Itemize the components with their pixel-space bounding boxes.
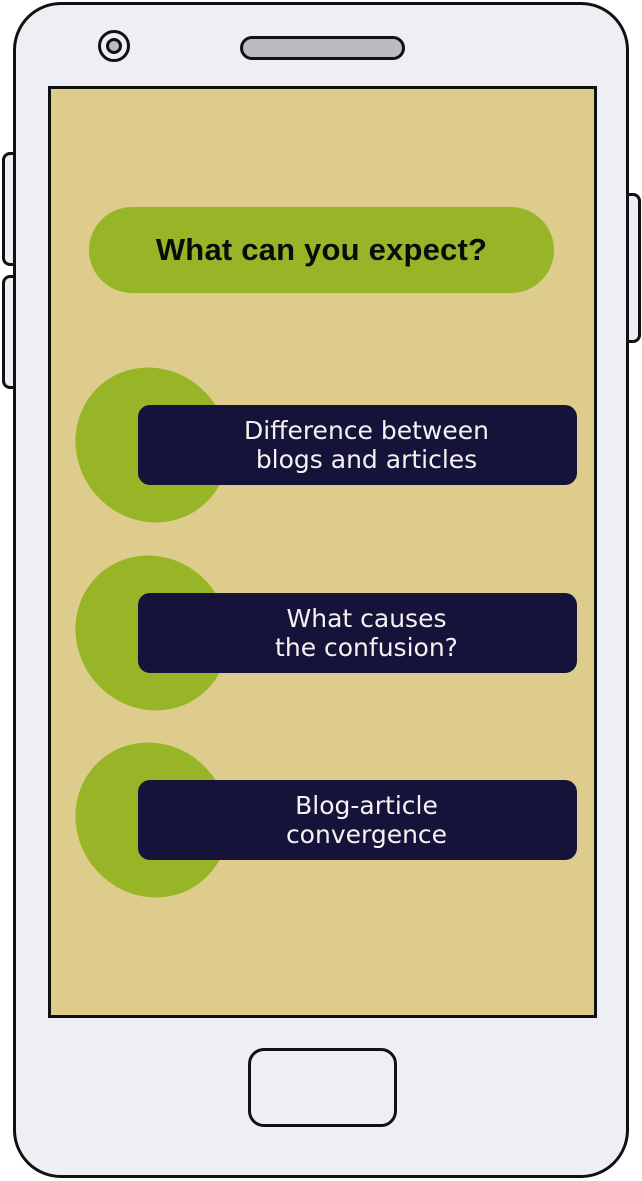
list-item-convergence[interactable]: Blog-article convergence xyxy=(138,780,577,860)
list-item-confusion[interactable]: What causes the confusion? xyxy=(138,593,577,673)
item-line-1: Blog-article xyxy=(295,791,438,820)
item-line-1: Difference between xyxy=(244,416,489,445)
title-banner: What can you expect? xyxy=(89,207,554,293)
item-line-2: convergence xyxy=(285,820,448,849)
item-line-2: the confusion? xyxy=(275,633,458,662)
home-button[interactable] xyxy=(248,1048,397,1127)
page-title: What can you expect? xyxy=(155,232,488,267)
list-item-difference[interactable]: Difference between blogs and articles xyxy=(138,405,577,485)
item-line-2: blogs and articles xyxy=(255,445,478,474)
speaker-grille xyxy=(240,36,405,60)
item-line-1: What causes xyxy=(286,604,447,633)
front-camera-icon xyxy=(98,30,130,62)
